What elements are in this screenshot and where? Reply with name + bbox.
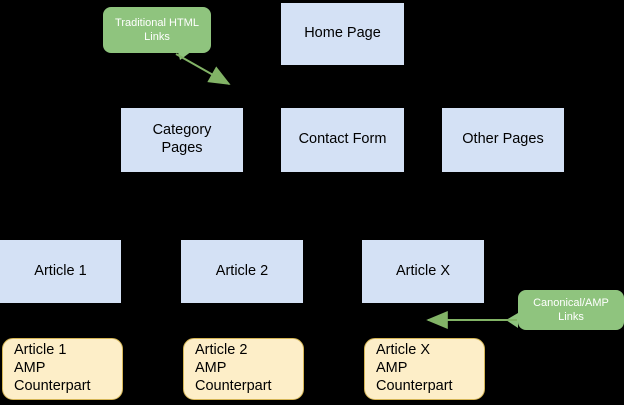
arrow-traditional-html-links (175, 53, 231, 85)
node-category-pages[interactable]: Category Pages (121, 108, 243, 172)
node-article-2-amp-counterpart[interactable]: Article 2 AMP Counterpart (183, 338, 304, 400)
callout-canonical-amp-links[interactable]: Canonical/AMP Links (518, 290, 624, 330)
node-article-1-amp-counterpart[interactable]: Article 1 AMP Counterpart (2, 338, 123, 400)
callout-tail-canonical-amp-links (506, 313, 518, 328)
node-home-page[interactable]: Home Page (281, 3, 404, 65)
node-article-2[interactable]: Article 2 (181, 240, 303, 303)
node-article-x[interactable]: Article X (362, 240, 484, 303)
callout-traditional-html-links[interactable]: Traditional HTML Links (103, 7, 211, 53)
node-article-x-amp-counterpart[interactable]: Article X AMP Counterpart (364, 338, 485, 400)
node-article-1[interactable]: Article 1 (0, 240, 121, 303)
node-other-pages[interactable]: Other Pages (442, 108, 564, 172)
node-contact-form[interactable]: Contact Form (281, 108, 404, 172)
